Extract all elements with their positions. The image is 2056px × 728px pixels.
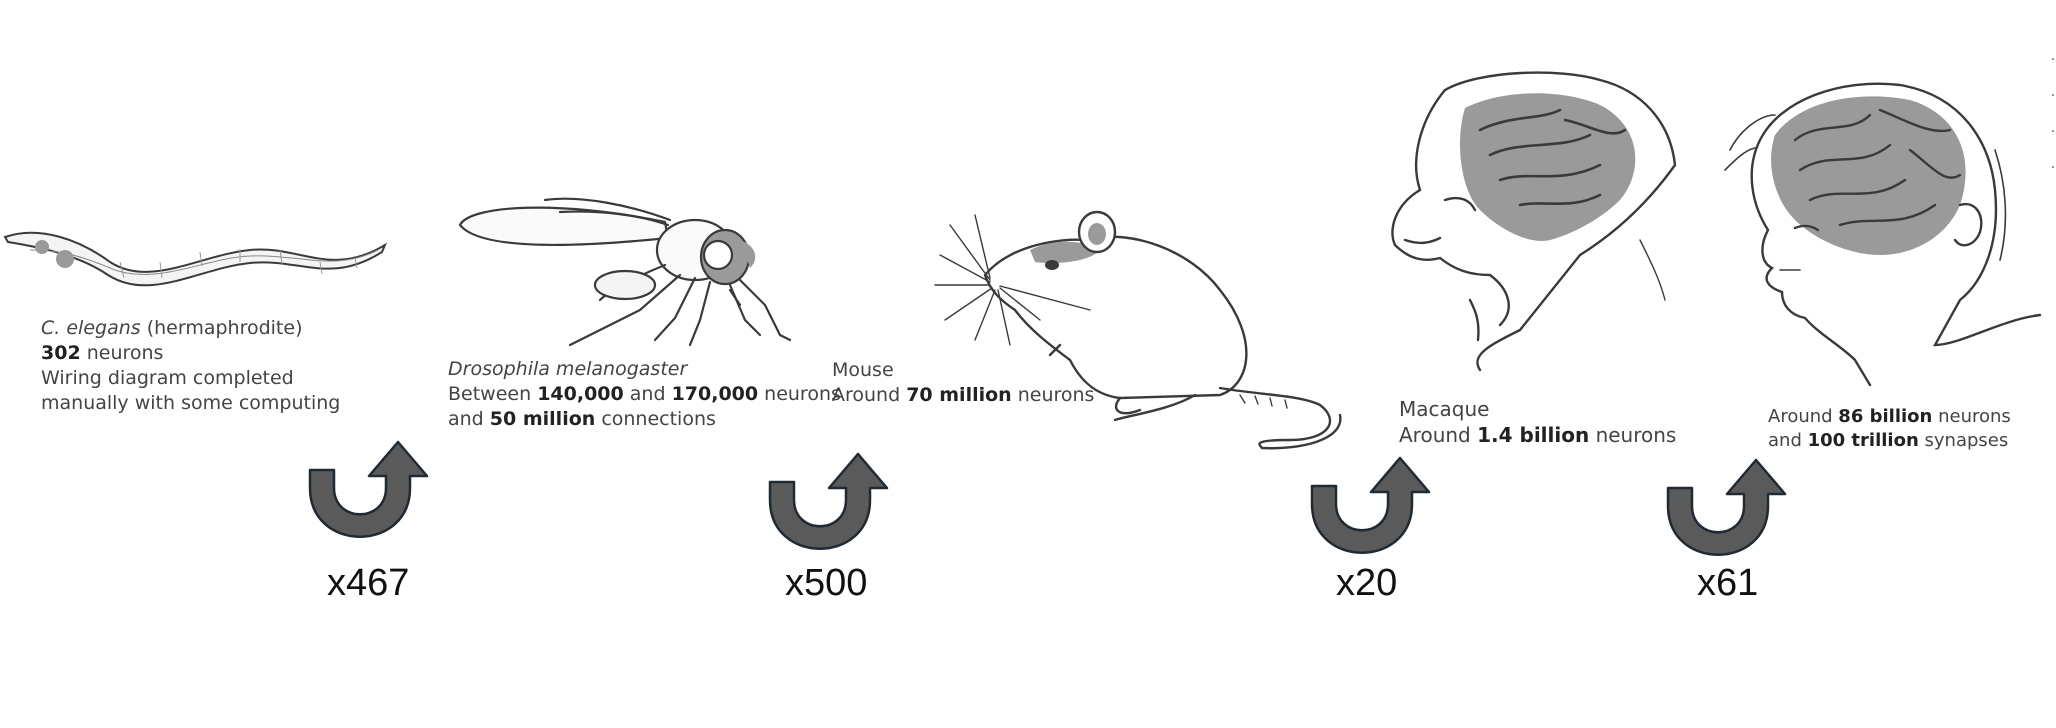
multiplier-label: x500 — [785, 562, 868, 604]
fly-icon — [458, 197, 792, 347]
curved-arrow-icon — [308, 440, 429, 538]
multiplier-label: x61 — [1697, 562, 1759, 604]
neuron-count: 302 — [41, 342, 81, 364]
edge-marks — [2052, 58, 2055, 198]
curved-arrow-icon — [1310, 456, 1431, 554]
caption-c-elegans: C. elegans (hermaphrodite) 302 neurons W… — [41, 317, 341, 414]
organism-name: Macaque — [1399, 397, 1490, 421]
organism-name: C. elegans — [41, 317, 141, 339]
macaque-icon — [1391, 71, 1677, 372]
human-child-icon — [1724, 82, 2042, 387]
curved-arrow-icon — [1666, 458, 1787, 556]
curved-arrow-icon — [768, 452, 889, 550]
organism-name: Drosophila melanogaster — [448, 358, 688, 380]
organism-name: Mouse — [832, 359, 894, 381]
caption-drosophila: Drosophila melanogaster Between 140,000 … — [448, 358, 841, 430]
caption-mouse: Mouse Around 70 million neurons — [832, 359, 1095, 406]
caption-macaque: Macaque Around 1.4 billion neurons — [1399, 397, 1677, 447]
worm-icon — [3, 231, 388, 287]
multiplier-label: x467 — [327, 562, 410, 604]
multiplier-label: x20 — [1336, 562, 1398, 604]
mouse-icon — [934, 210, 1342, 450]
caption-human: Around 86 billion neurons and 100 trilli… — [1768, 406, 2011, 451]
